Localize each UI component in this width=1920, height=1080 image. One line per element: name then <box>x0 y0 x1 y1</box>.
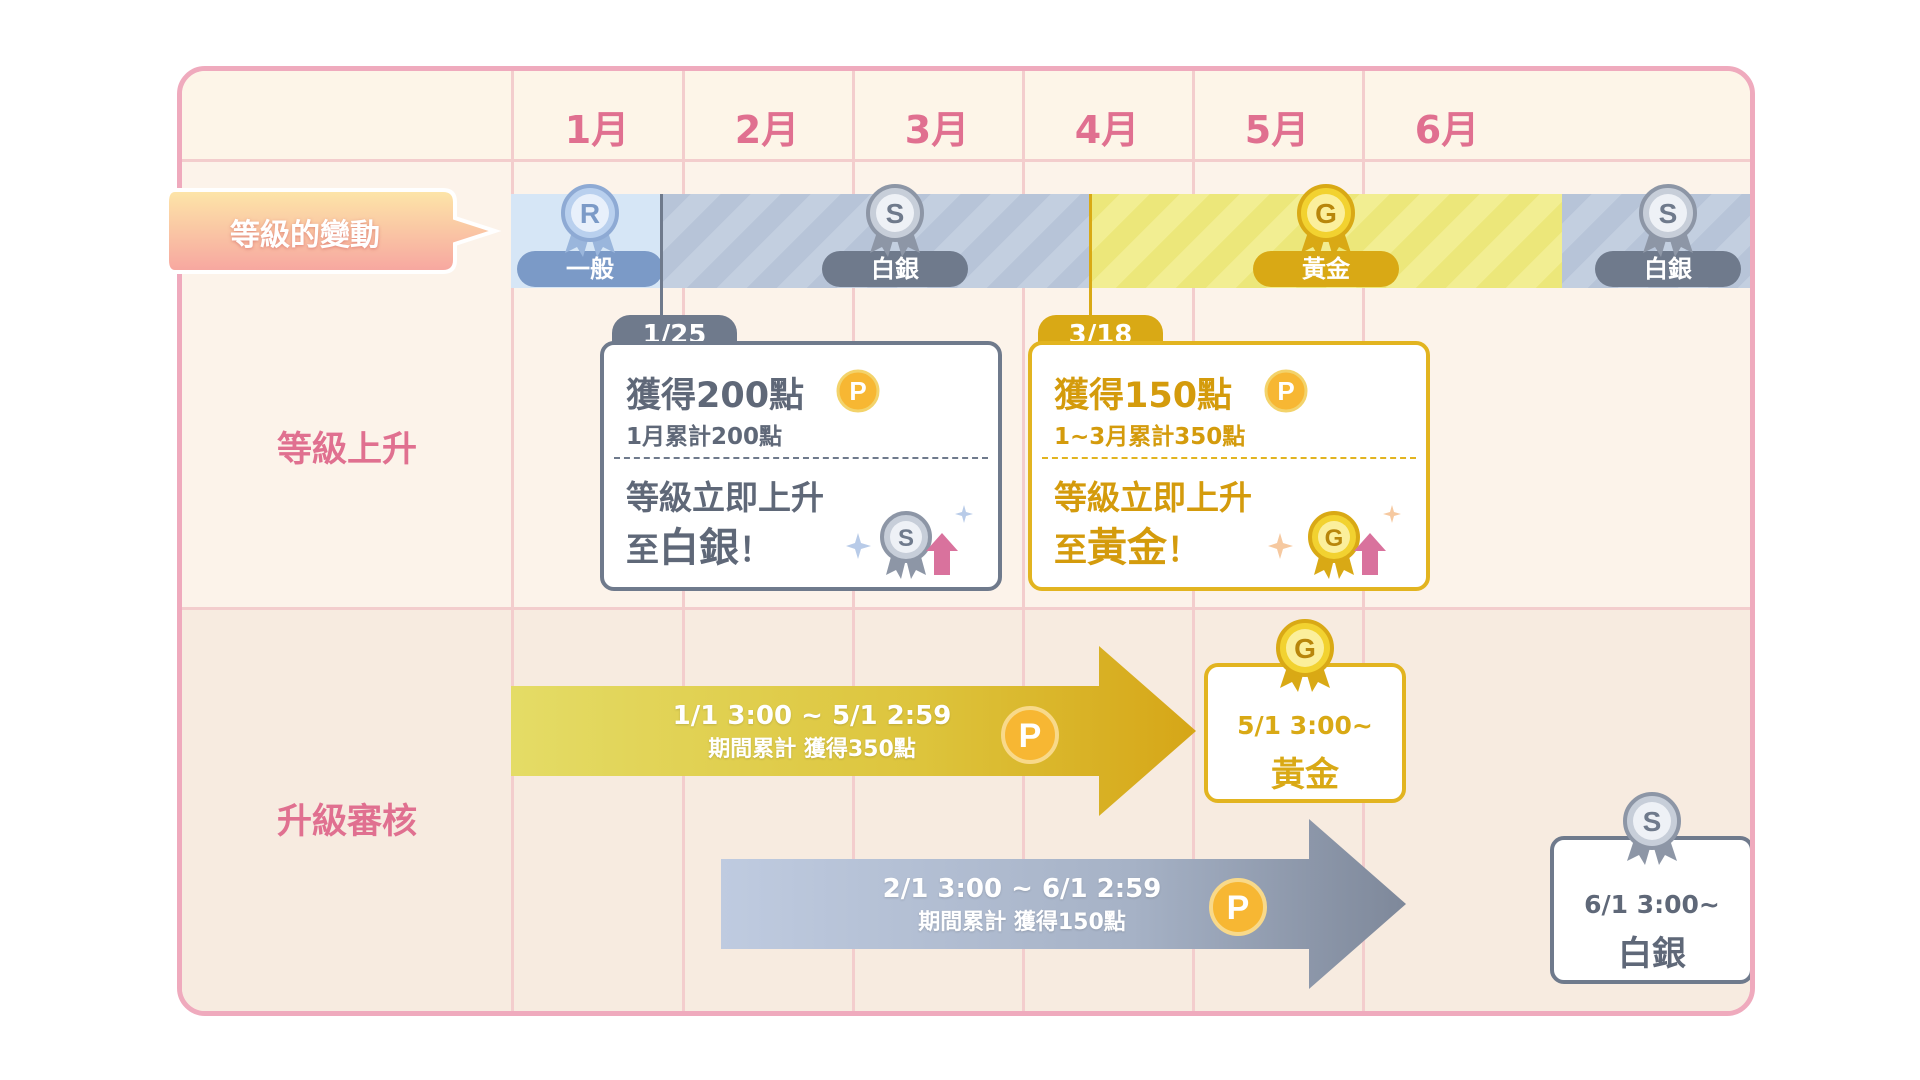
review-period-text: 2/1 3:00 ~ 6/1 2:59 期間累計 獲得150點 <box>872 874 1172 936</box>
medal-letter: S <box>898 525 914 552</box>
upgrade-tier: 黃金 <box>1087 525 1167 571</box>
medal-letter: S <box>1643 806 1662 837</box>
points-coin-icon: P <box>1209 878 1267 936</box>
month-header: 1月 <box>564 108 630 152</box>
points-coin-icon: P <box>1264 369 1308 413</box>
tier-up-card-silver: 獲得200點 P 1月累計200點 等級立即上升 至白銀！ S <box>600 341 1002 591</box>
tier-pill-gold: 黃金 <box>1253 251 1399 287</box>
upgrade-prefix: 至 <box>626 530 659 569</box>
result-time: 5/1 3:00~ <box>1237 711 1373 740</box>
grid-vline <box>1022 71 1025 1011</box>
coin-letter: P <box>1227 889 1250 927</box>
regular-medal-icon: R <box>561 184 619 257</box>
card-upgrade-text: 等級立即上升 至黃金！ <box>1054 473 1252 575</box>
month-header: 6月 <box>1414 108 1480 152</box>
review-arrow-gold <box>511 646 1196 816</box>
medal-letter: S <box>1659 198 1678 229</box>
gold-upgrade-icon: G <box>1268 505 1401 579</box>
month-header: 2月 <box>734 108 800 152</box>
review-detail: 期間累計 獲得350點 <box>708 737 916 762</box>
medal-letter: G <box>1325 525 1344 552</box>
row-label-tier-up: 等級上升 <box>276 430 417 470</box>
dashed-divider <box>614 457 988 459</box>
tier-change-label: 等級的變動 <box>230 218 380 253</box>
result-tier: 黃金 <box>1271 755 1339 795</box>
coin-letter: P <box>1277 376 1294 406</box>
card-upgrade-text: 等級立即上升 至白銀！ <box>626 473 824 575</box>
marker-line-silver <box>660 194 663 319</box>
points-coin-icon: P <box>836 369 880 413</box>
medal-letter: G <box>1315 198 1337 229</box>
row-label-review: 升級審核 <box>276 802 417 842</box>
review-detail: 期間累計 獲得150點 <box>918 910 1126 935</box>
upgrade-line: 等級立即上升 <box>626 478 824 517</box>
upgrade-suffix: ！ <box>739 530 772 569</box>
upgrade-suffix: ！ <box>1167 530 1200 569</box>
review-period-text: 1/1 3:00 ~ 5/1 2:59 期間累計 獲得350點 <box>662 701 962 763</box>
month-header: 4月 <box>1074 108 1140 152</box>
medal-letter: G <box>1294 633 1316 664</box>
card-title: 獲得200點 <box>626 376 805 416</box>
grid-hline <box>182 159 1750 162</box>
points-coin-icon: P <box>1001 706 1059 764</box>
tier-pill-silver-2: 白銀 <box>1595 251 1741 287</box>
tier-change-label-shape <box>165 188 502 274</box>
review-result-gold: 5/1 3:00~ 黃金 <box>1204 663 1406 803</box>
review-period: 2/1 3:00 ~ 6/1 2:59 <box>882 874 1162 904</box>
dashed-divider <box>1042 457 1416 459</box>
silver-medal-icon: S <box>866 184 924 257</box>
grid-hline <box>182 607 1750 610</box>
result-tier: 白銀 <box>1618 934 1686 974</box>
review-arrow-silver <box>721 819 1406 989</box>
card-subtitle: 1月累計200點 <box>626 424 783 450</box>
upgrade-target: 至白銀！ <box>626 523 824 575</box>
tier-up-card-gold: 獲得150點 P 1~3月累計350點 等級立即上升 至黃金！ G <box>1028 341 1430 591</box>
review-result-silver: 6/1 3:00~ 白銀 <box>1550 836 1750 984</box>
upgrade-tier: 白銀 <box>659 525 739 571</box>
marker-line-gold <box>1089 194 1092 319</box>
silver-upgrade-icon: S <box>846 505 973 579</box>
coin-letter: P <box>849 376 866 406</box>
silver-medal-icon: S <box>1623 792 1681 865</box>
header-row <box>182 71 1750 161</box>
upgrade-target: 至黃金！ <box>1054 523 1252 575</box>
card-subtitle: 1~3月累計350點 <box>1054 424 1246 450</box>
tier-pill-silver: 白銀 <box>822 251 968 287</box>
review-period: 1/1 3:00 ~ 5/1 2:59 <box>672 701 952 731</box>
gold-medal-icon: G <box>1297 184 1355 257</box>
upgrade-prefix: 至 <box>1054 530 1087 569</box>
grid-vline <box>511 71 514 1011</box>
month-header: 5月 <box>1244 108 1310 152</box>
card-title: 獲得150點 <box>1054 376 1233 416</box>
month-header: 3月 <box>904 108 970 152</box>
upgrade-line: 等級立即上升 <box>1054 478 1252 517</box>
tier-pill-regular: 一般 <box>517 251 663 287</box>
coin-letter: P <box>1019 717 1042 755</box>
timeline-frame: 1月 2月 3月 4月 5月 6月 一般 白銀 黃金 白銀 R S <box>177 66 1755 1016</box>
silver-medal-icon: S <box>1639 184 1697 257</box>
medal-letter: S <box>886 198 905 229</box>
gold-medal-icon: G <box>1276 619 1334 692</box>
result-time: 6/1 3:00~ <box>1584 890 1720 919</box>
medal-letter: R <box>580 198 600 229</box>
